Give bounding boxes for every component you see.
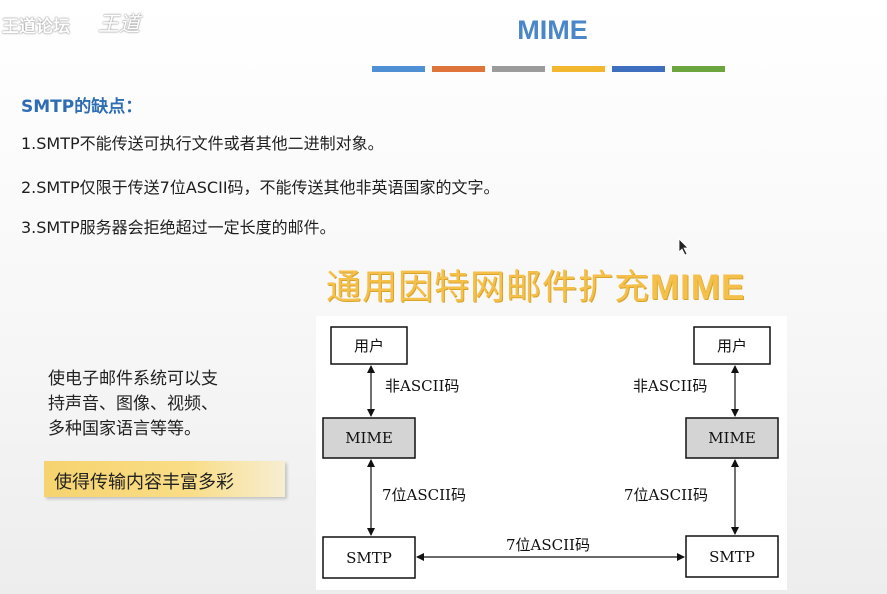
left-mime-box — [322, 417, 416, 459]
left-user-box — [330, 326, 408, 365]
point-2: 2.SMTP仅限于传送7位ASCII码，不能传送其他非英语国家的文字。 — [21, 178, 500, 197]
mouse-cursor-icon — [678, 238, 689, 256]
left-lower-link-label: 7位ASCII码 — [382, 486, 466, 504]
color-segment — [612, 66, 665, 72]
section-heading: SMTP的缺点： — [21, 97, 143, 117]
left-user-label: 用户 — [354, 337, 384, 355]
description-line: 使电子邮件系统可以支 — [48, 369, 218, 389]
description-text: 使电子邮件系统可以支 持声音、图像、视频、 多种国家语言等等。 — [48, 367, 278, 442]
highlight-box: 使得传输内容丰富多彩 — [44, 461, 285, 497]
color-segment — [432, 66, 485, 72]
right-lower-link-label: 7位ASCII码 — [624, 486, 708, 504]
right-user-box — [693, 326, 771, 365]
color-segment — [552, 66, 605, 72]
point-1: 1.SMTP不能传送可执行文件或者其他二进制对象。 — [21, 134, 384, 153]
color-segment — [372, 66, 425, 72]
mime-big-title: 通用因特网邮件扩充MIME — [326, 259, 745, 310]
big-title-cn: 通用因特网邮件扩充 — [326, 268, 651, 308]
highlight-text: 使得传输内容丰富多彩 — [54, 472, 234, 493]
slide-title: MIME — [517, 15, 588, 45]
right-mime-box — [685, 417, 779, 459]
right-smtp-box — [685, 535, 779, 578]
color-segment — [672, 66, 725, 72]
color-segment — [492, 66, 545, 72]
left-smtp-box — [322, 536, 416, 579]
left-smtp-label: SMTP — [346, 549, 392, 567]
description-line: 多种国家语言等等。 — [48, 419, 201, 439]
right-upper-link-label: 非ASCII码 — [633, 377, 707, 395]
left-upper-link-label: 非ASCII码 — [385, 377, 459, 395]
big-title-en: MIME — [650, 268, 746, 307]
right-user-label: 用户 — [717, 337, 747, 355]
point-3: 3.SMTP服务器会拒绝超过一定长度的邮件。 — [21, 218, 336, 237]
left-mime-label: MIME — [345, 429, 393, 447]
watermark-forum-name: 王道论坛 — [2, 17, 70, 37]
watermark-logo-text: 王道 — [98, 12, 140, 36]
watermark-logo: 王道 — [98, 8, 140, 38]
right-mime-label: MIME — [708, 429, 756, 447]
title-color-bar — [372, 66, 725, 72]
right-smtp-label: SMTP — [709, 548, 755, 566]
bottom-link-label: 7位ASCII码 — [506, 536, 590, 554]
description-line: 持声音、图像、视频、 — [48, 394, 218, 414]
